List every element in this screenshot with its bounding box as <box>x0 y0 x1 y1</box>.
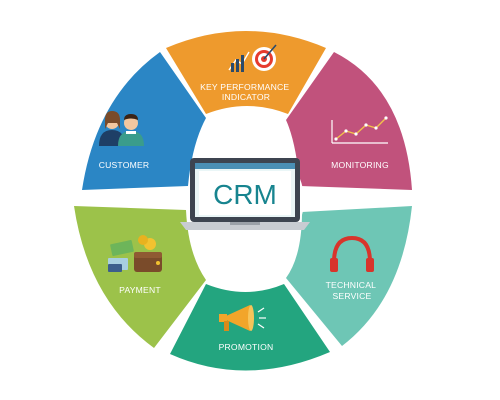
segment-promotion-label: PROMOTION <box>219 342 274 352</box>
wallet-money-icon <box>108 235 162 272</box>
segment-customer-label: CUSTOMER <box>99 160 150 170</box>
segment-payment-label: PAYMENT <box>119 285 161 295</box>
center-laptop: CRM <box>180 142 310 258</box>
segment-payment: PAYMENT <box>74 206 206 348</box>
segment-monitoring: MONITORING <box>286 52 412 190</box>
segment-kpi-label: KEY PERFORMANCE INDICATOR <box>200 82 292 102</box>
segment-technical-service-shape <box>286 206 412 346</box>
target-with-arrow-icon <box>228 44 277 72</box>
segment-kpi: KEY PERFORMANCE INDICATOR <box>166 31 326 114</box>
laptop-icon <box>180 158 310 230</box>
segment-technical-service: TECHNICAL SERVICE <box>286 206 412 346</box>
megaphone-icon <box>219 305 266 331</box>
people-icon <box>99 111 144 146</box>
segment-promotion: PROMOTION <box>170 284 330 371</box>
segment-customer-shape <box>82 52 206 190</box>
line-chart-icon <box>331 116 388 144</box>
segment-payment-shape <box>74 206 206 348</box>
headphones-icon <box>330 235 374 272</box>
segment-monitoring-label: MONITORING <box>331 160 389 170</box>
center-title: CRM <box>213 179 277 210</box>
segment-kpi-shape <box>166 31 326 114</box>
segment-monitoring-shape <box>286 52 412 190</box>
segment-customer: CUSTOMER <box>82 52 206 190</box>
segment-technical-service-label: TECHNICAL SERVICE <box>326 280 379 301</box>
